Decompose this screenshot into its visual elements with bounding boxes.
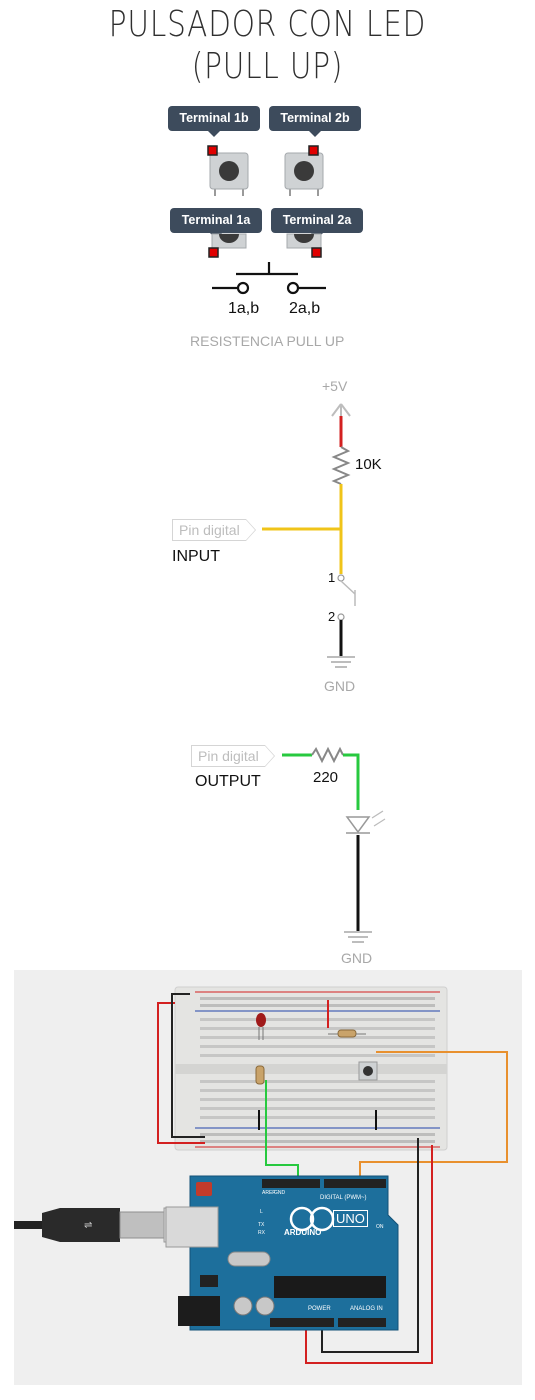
terminal-2b-marker — [308, 145, 319, 156]
switch-label-right: 2a,b — [289, 300, 321, 317]
arduino-digital-label: DIGITAL (PWM~) — [320, 1195, 367, 1201]
switch-symbol — [212, 262, 326, 295]
arduino-board — [165, 1175, 399, 1331]
arduino-aref-label: AREF — [262, 1190, 276, 1196]
arduino-rx-label: RX — [258, 1230, 265, 1236]
svg-text:⇌: ⇌ — [84, 1220, 92, 1231]
switch-node-1: 1 — [328, 570, 336, 585]
resistor-10k-label: 10K — [355, 456, 382, 473]
pushbutton-left-bottom — [208, 233, 247, 258]
tooltip-terminal-2b: Terminal 2b — [269, 106, 361, 137]
wires — [157, 993, 508, 1364]
terminal-2a-marker — [311, 247, 322, 258]
page-title: PULSADOR CON LED — [108, 4, 427, 45]
pushbutton-right — [284, 145, 324, 196]
pushbutton-left — [207, 145, 249, 196]
arduino-tx-label: TX — [258, 1222, 265, 1228]
output-schematic — [282, 746, 386, 943]
switch-node-2: 2 — [328, 609, 336, 624]
arduino-power-label: POWER — [308, 1306, 331, 1312]
arduino-analog-label: ANALOG IN — [350, 1306, 383, 1312]
pullup-schematic — [262, 403, 356, 668]
vcc-label: +5V — [322, 378, 348, 394]
arduino-gnd-label: GND — [274, 1190, 286, 1196]
resistor-220 — [255, 1065, 265, 1085]
pin-digital-output-tag: Pin digital — [191, 745, 275, 767]
pushbutton-right-bottom — [286, 233, 322, 258]
pullup-heading: RESISTENCIA PULL UP — [190, 333, 345, 349]
pin-mode-output: OUTPUT — [195, 773, 261, 790]
resistor-220-label: 220 — [313, 769, 339, 786]
switch-label-left: 1a,b — [228, 300, 260, 317]
tooltip-terminal-1a: Terminal 1a — [170, 208, 262, 239]
tooltip-terminal-2a: Terminal 2a — [271, 208, 363, 239]
pin-digital-input-tag: Pin digital — [172, 519, 256, 541]
led-red — [256, 1013, 266, 1027]
tooltip-terminal-1b: Terminal 1b — [168, 106, 260, 137]
gnd-label-output: GND — [341, 950, 373, 966]
gnd-label-input: GND — [324, 678, 356, 694]
page-subtitle: (PULL UP) — [191, 46, 344, 87]
arduino-on-label: ON — [376, 1224, 384, 1230]
arduino-l-label: L — [260, 1209, 263, 1215]
breadboard — [174, 986, 448, 1151]
arduino-model: UNO — [333, 1210, 368, 1227]
terminal-1a-marker — [208, 247, 219, 258]
pin-mode-input: INPUT — [172, 548, 220, 565]
terminal-1b-marker — [207, 145, 218, 156]
arduino-brand: ARDUINO — [284, 1228, 322, 1237]
resistor-10k — [337, 1029, 357, 1038]
